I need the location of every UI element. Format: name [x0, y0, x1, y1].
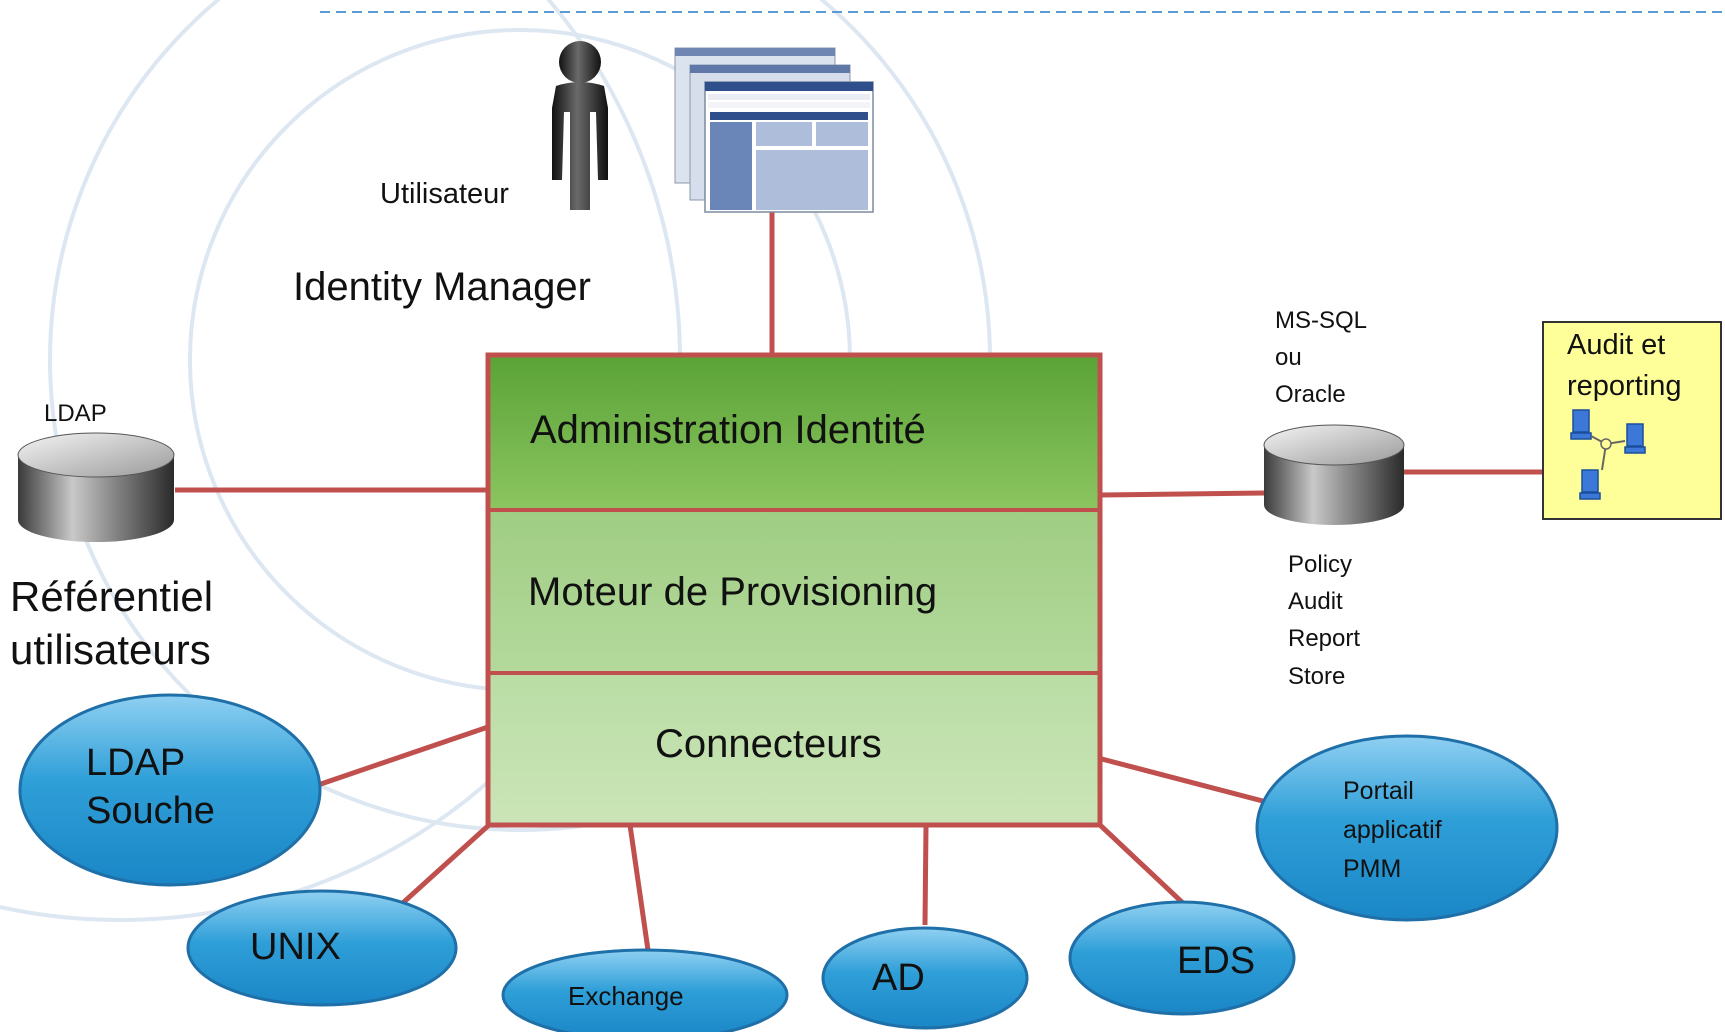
audit-reporting-label: Audit et reporting — [1567, 329, 1682, 402]
referentiel-label: Référentiel utilisateurs — [10, 573, 214, 673]
ldap-souche-label: LDAP Souche — [86, 742, 215, 832]
portail-node[interactable] — [1255, 734, 1559, 922]
ldap-database-icon — [17, 432, 175, 542]
eds-node[interactable] — [1068, 900, 1296, 1016]
ad-node[interactable] — [821, 926, 1029, 1030]
user-label: Utilisateur — [380, 178, 509, 210]
connection-lines — [175, 185, 1552, 951]
layer-admin-label: Administration Identité — [530, 408, 926, 452]
identity-manager-title: Identity Manager — [293, 265, 591, 309]
ldap-repository-label: LDAP — [44, 400, 107, 427]
exchange-label: Exchange — [568, 981, 684, 1011]
layer-connectors-box[interactable] — [488, 673, 1100, 825]
ldap-souche-node[interactable] — [18, 693, 322, 887]
ad-label: AD — [872, 957, 925, 999]
layer-engine-label: Moteur de Provisioning — [528, 570, 938, 614]
policy-database-icon — [1263, 424, 1405, 525]
layer-engine-box[interactable] — [488, 510, 1100, 673]
network-computers-icon — [1570, 409, 1646, 500]
eds-label: EDS — [1177, 940, 1256, 982]
central-system-box — [485, 352, 1103, 828]
unix-label: UNIX — [250, 926, 341, 968]
exchange-node[interactable] — [501, 948, 789, 1032]
layer-admin-box[interactable] — [488, 355, 1100, 510]
layer-connectors-label: Connecteurs — [655, 722, 882, 766]
portail-label: Portail applicatif PMM — [1343, 777, 1442, 883]
policy-store-label: Policy Audit Report Store — [1288, 551, 1361, 690]
browser-windows-icon — [674, 47, 874, 213]
unix-node[interactable] — [186, 889, 458, 1007]
user-silhouette-icon — [552, 41, 608, 210]
db-type-label: MS-SQL ou Oracle — [1275, 307, 1368, 409]
